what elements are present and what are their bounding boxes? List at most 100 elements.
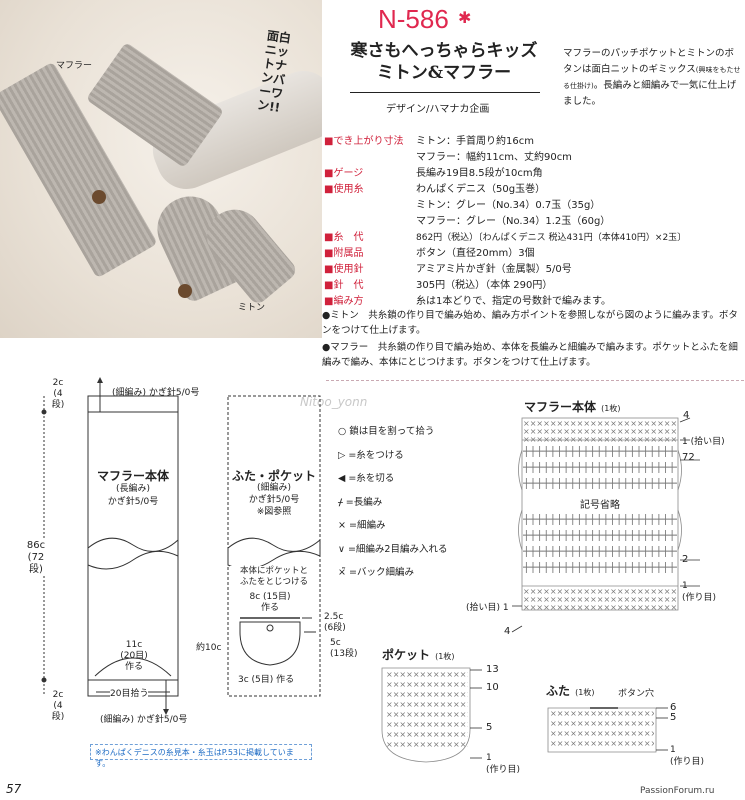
page-title: 寒さもへっちゃらキッズ ミトン&マフラー [336,40,552,84]
muffler-schematic [41,377,179,715]
approx-height-label: 約10c [196,643,222,653]
legend-item: ᚋ =長編み [338,496,383,508]
stitch-row: ×××××××××××××××××××××××××××××××××××××××× [386,741,468,749]
muffler-body-chart [518,417,682,611]
legend-item: ∨ =細編み2目編み入れる [338,543,448,555]
site-credit: PassionForum.ru [640,786,715,796]
photo-label-mitten: ミトン [238,303,266,313]
body-chart-outline [521,417,679,611]
width-label: 11c (20目) 作る [120,640,148,672]
star-icon: ✱ [458,8,472,27]
legend-item: ◀ =糸を切る [338,473,395,484]
title-line-1: 寒さもへっちゃらキッズ [350,41,538,61]
footer-note: ※わんぱくデニスの糸見本・糸玉はP.53に掲載しています。 [90,744,312,768]
section-divider [326,380,744,381]
stitch-row: ×××××××××××××××××××××××××××××××××××××××× [550,730,654,738]
pocket-row-5: 5 [486,722,493,733]
pocket-chart-title: ポケット (1枚) [382,648,455,662]
dim-dot [41,677,47,683]
stitch-row: ┼┼┼┼┼┼┼┼┼┼┼┼┼┼┼┼┼┼┼┼┼┼┼┼┼┼┼┼┼┼┼┼┼┼┼┼┼┼┼┼ [523,478,677,489]
spec-row: ■附属品ボタン（直径20mm）3個 [324,248,535,259]
body-row-left-pick: (拾い目) 1 [466,603,509,613]
body-label: マフラー本体 (長編み) かぎ針5/0号 [96,469,169,508]
flap-row-1: 1 (作り目) [670,745,705,767]
body-row-2: 2 [682,554,689,565]
stitch-row: ×××××××××××××××××××××××××××××××××××××××× [550,710,654,718]
schematic-top-dim: 2c (4段) [51,378,65,410]
body-row-4: 4 [683,410,690,421]
flap-row-5: 5 [670,712,677,723]
stitch-row: ×××××××××××××××××××××××××××××××××××××××× [523,604,677,612]
stitch-row: ×××××××××××××××××××××××××××××××××××××××× [386,721,468,729]
body-row-1-make: 1 (作り目) [682,581,717,603]
intro-small: (興味をもたせる仕掛け) [563,66,741,90]
photo-label-muffler: マフラー [56,61,93,71]
flap-button-hole-label: ボタン穴 [618,689,655,699]
legend-item: × =細編み [338,520,386,531]
note-mitten: ●ミトン 共糸鎖の作り目で編み始め、編み方ポイントを参照しながら図のように編みま… [322,310,738,336]
note-muffler: ●マフラー 共糸鎖の作り目で編み始め、本体を長編みと細編みで編みます。ポケットと… [322,342,738,368]
stitch-row: ┼┼┼┼┼┼┼┼┼┼┼┼┼┼┼┼┼┼┼┼┼┼┼┼┼┼┼┼┼┼┼┼┼┼┼┼┼┼┼┼ [523,514,677,525]
watermark: Nitoo_yonn [300,395,368,409]
muffler-curve [94,657,172,677]
stitch-row: ×××××××××××××××××××××××××××××××××××××××× [386,671,468,679]
stitch-row: ×××××××××××××××××××××××××××××××××××××××× [523,420,677,428]
omit-wave [87,537,179,570]
pocket-row-10: 10 [486,682,499,693]
turning-arcs [518,449,682,491]
flap-height-label: 2.5c (6段) [324,612,346,633]
button-mark [266,624,274,632]
stitch-row: ┼┼┼┼┼┼┼┼┼┼┼┼┼┼┼┼┼┼┼┼┼┼┼┼┼┼┼┼┼┼┼┼┼┼┼┼┼┼┼┼ [523,462,677,473]
pocket-shape [239,621,301,666]
stitch-row: ┼┼┼┼┼┼┼┼┼┼┼┼┼┼┼┼┼┼┼┼┼┼┼┼┼┼┼┼┼┼┼┼┼┼┼┼┼┼┼┼ [523,446,677,457]
stitch-row: ×××××××××××××××××××××××××××××××××××××××× [386,711,468,719]
stitch-row: ┼┼┼┼┼┼┼┼┼┼┼┼┼┼┼┼┼┼┼┼┼┼┼┼┼┼┼┼┼┼┼┼┼┼┼┼┼┼┼┼ [523,546,677,557]
body-chart-title: マフラー本体 (1枚) [524,400,621,414]
stitch-row: ×××××××××××××××××××××××××××××××××××××××× [523,588,677,596]
schematic-total-dim: 86c (72段) [22,540,50,576]
flap-chart-outline [547,707,657,753]
design-credit: デザイン/ハマナカ企画 [386,104,490,115]
turning-arcs [518,509,682,551]
title-underline [350,92,540,93]
stitch-row: ×××××××××××××××××××××××××××××××××××××××× [386,731,468,739]
schematic-bottom-stitch: (細編み) かぎ針5/0号 [100,715,188,725]
dim-dot [41,409,47,415]
body-row-72: 72 [682,452,695,463]
row-arrow [511,625,523,633]
body-chart-omit: 記号省略 [578,496,622,511]
product-photo: 面白ニットナンバーワン!! マフラー ミトン [0,0,322,338]
flap-pocket-schematic [227,395,321,697]
mitten-button [178,284,192,298]
spec-row: ■編み方糸は1本どりで、指定の号数針で編みます。 [324,296,611,307]
symbol-legend: ○ 鎖は目を割って拾う ▷ =糸をつける ◀ =糸を切る ᚋ =長編み × =細… [338,420,447,585]
spec-row: マフラー：グレー（No.34）1.2玉（60g） [416,216,611,227]
schematic-top-stitch: (細編み) かぎ針5/0号 [112,388,200,398]
pickup-label: 20目拾う [110,686,149,699]
spec-row: ■使用糸わんぱくデニス（50g玉巻） [324,184,546,195]
row-arrow [679,417,691,423]
spec-row: マフラー：幅約11cm、丈約90cm [416,152,572,163]
legend-item: ⨯̃ =バック細編み [338,567,414,578]
pattern-code: N-586 [378,4,449,34]
stitch-row: ×××××××××××××××××××××××××××××××××××××××× [386,681,468,689]
intro-part-1: マフラーのパッチポケットとミトンのボタンは面白ニットのギミックス [563,48,735,75]
body-row-left-4: 4 [504,626,511,637]
stitch-row: ×××××××××××××××××××××××××××××××××××××××× [523,596,677,604]
stitch-row: ┼┼┼┼┼┼┼┼┼┼┼┼┼┼┼┼┼┼┼┼┼┼┼┼┼┼┼┼┼┼┼┼┼┼┼┼┼┼┼┼ [523,530,677,541]
pocket-height-label: 5c (13段) [330,638,358,659]
pocket-row-13: 13 [486,664,499,675]
spec-row: ■使用針アミアミ片かぎ針（金属製）5/0号 [324,264,572,275]
flap-row-6: 6 [670,702,677,713]
flap-omit-wave [227,537,321,570]
pocket-chart [381,667,471,763]
legend-item: ▷ =糸をつける [338,449,404,461]
spec-row: ミトン：グレー（No.34）0.7玉（35g） [416,200,601,211]
flap-chart-title: ふた (1枚) [546,684,595,698]
title-line-2: ミトン&マフラー [376,63,512,83]
spec-row: ■でき上がり寸法ミトン：手首周り約16cm [324,136,534,147]
stitch-row: ×××××××××××××××××××××××××××××××××××××××× [550,720,654,728]
